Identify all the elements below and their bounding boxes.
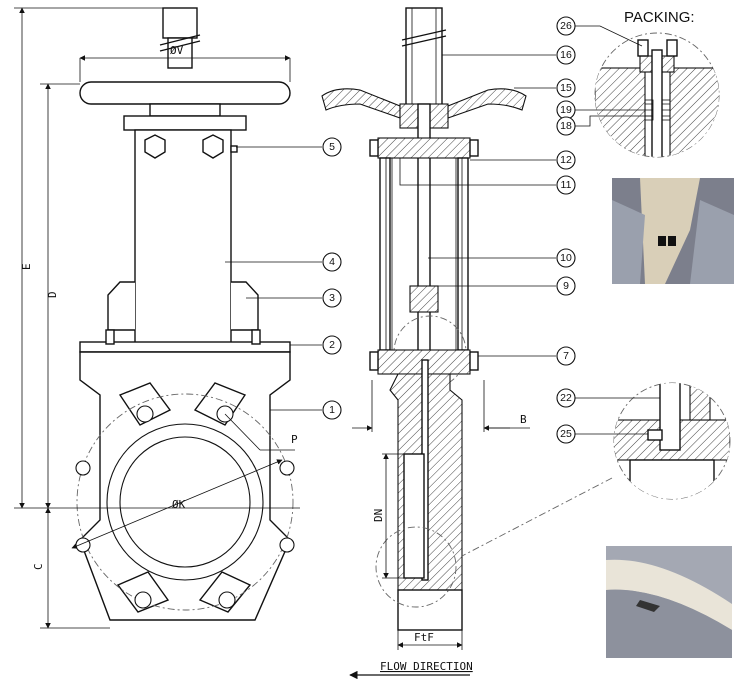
label-ftf: FtF <box>414 631 434 644</box>
svg-text:15: 15 <box>560 82 572 94</box>
front-view: ØV E D C ØK P <box>14 7 300 629</box>
stem <box>167 37 193 69</box>
svg-text:26: 26 <box>560 20 572 32</box>
label-b: B <box>520 413 527 426</box>
yoke-column <box>134 129 232 373</box>
svg-text:10: 10 <box>560 252 572 264</box>
seat-detail <box>461 382 731 557</box>
svg-text:3: 3 <box>329 292 335 304</box>
svg-text:19: 19 <box>560 104 572 116</box>
label-c: C <box>32 563 45 570</box>
callout-9 <box>556 276 576 296</box>
label-p: P <box>291 433 298 446</box>
bracket-right <box>231 281 259 331</box>
callout-18 <box>556 388 576 408</box>
svg-text:9: 9 <box>563 280 569 292</box>
packing-title: PACKING: <box>624 9 695 26</box>
svg-text:5: 5 <box>329 141 335 153</box>
port-bottom <box>397 589 463 631</box>
callout-15 <box>556 78 576 98</box>
svg-text:1: 1 <box>329 404 335 416</box>
callout-7 <box>556 346 576 366</box>
handwheel-left-section <box>321 88 401 119</box>
svg-text:16: 16 <box>560 49 572 61</box>
callout-19 <box>556 424 576 444</box>
callout-11 <box>556 175 576 195</box>
svg-text:7: 7 <box>563 350 569 362</box>
callout-2 <box>322 335 342 355</box>
flow-direction-label: FLOW DIRECTION <box>380 660 473 673</box>
callouts: 5 4 3 2 1 16 15 12 11 10 9 7 <box>225 16 660 444</box>
photo-seat <box>606 546 732 658</box>
label-phi-v: ØV <box>170 44 184 57</box>
stem-top <box>162 7 198 39</box>
side-section-view: B DN FtF FLOW DIRECTION <box>321 7 530 680</box>
detail-circle-seat <box>375 526 457 608</box>
label-dn: DN <box>372 509 385 522</box>
top-plate <box>377 137 471 159</box>
callout-22 <box>556 16 576 36</box>
bore-section <box>403 453 425 579</box>
svg-text:25: 25 <box>560 428 572 440</box>
stem-nut <box>409 285 439 313</box>
svg-text:2: 2 <box>329 339 335 351</box>
svg-text:18: 18 <box>560 120 572 132</box>
bolt-circle <box>76 393 294 611</box>
label-e: E <box>20 263 33 270</box>
svg-text:4: 4 <box>329 256 335 268</box>
callout-1 <box>322 400 342 420</box>
callout-5 <box>322 137 342 157</box>
detail-leader <box>461 477 613 557</box>
photo-packing <box>612 178 734 284</box>
bracket-left <box>107 281 135 331</box>
label-d: D <box>46 291 59 298</box>
callout-3 <box>322 288 342 308</box>
label-phi-k: ØK <box>172 498 186 511</box>
stem-side <box>405 7 443 109</box>
packing-detail: PACKING: <box>594 9 720 158</box>
handwheel-front <box>79 81 291 105</box>
callout-10 <box>556 248 576 268</box>
svg-text:11: 11 <box>561 179 572 191</box>
svg-text:22: 22 <box>560 392 572 404</box>
bolt-head <box>144 134 166 159</box>
svg-text:12: 12 <box>560 154 572 166</box>
yoke-plate <box>123 115 247 131</box>
callout-16 <box>556 45 576 65</box>
dim-phi-k <box>71 459 283 549</box>
callout-4 <box>322 252 342 272</box>
callout-12 <box>556 150 576 170</box>
bolt-hole <box>136 405 154 423</box>
callout-26 <box>556 116 576 136</box>
